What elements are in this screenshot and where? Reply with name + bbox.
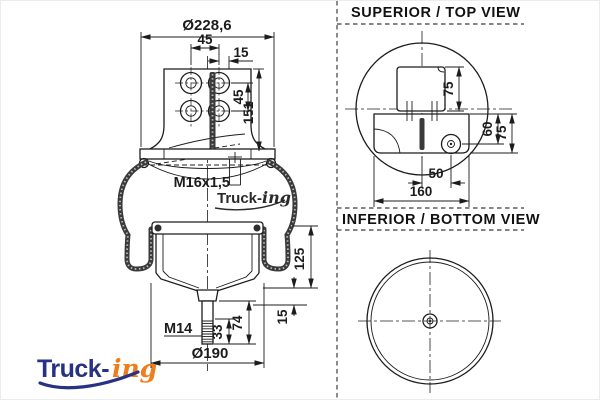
dim-label: 45 (231, 89, 246, 105)
bead-plate (138, 148, 277, 169)
brand-logo-text: Truck- (37, 355, 109, 383)
dim-hole-offset: 50 (408, 155, 465, 188)
dim-label: M14 (164, 321, 192, 337)
dim-label: 60 (480, 121, 495, 136)
dim-label: 15 (275, 309, 290, 325)
dim-label: 33 (210, 324, 225, 340)
bellows (117, 159, 298, 272)
dim-bracket-height-top: 75 (441, 66, 464, 112)
dim-piston-diameter: Ø190 (150, 283, 265, 368)
center-stud-hole (422, 313, 438, 329)
bottom-view-header: INFERIOR / BOTTOM VIEW (342, 212, 540, 228)
dim-label: 74 (230, 315, 245, 331)
air-fitting (228, 152, 242, 186)
main-section-view: Ø228,6 45 15 45 151 M16x1,5 (37, 17, 318, 390)
label-air-fitting-thread: M16x1,5 (174, 175, 230, 191)
dim-bracket-height: 151 (241, 68, 264, 152)
dim-plate-width: 160 (373, 156, 470, 207)
dim-top-plate-diameter: Ø228,6 (140, 17, 275, 147)
dim-label: 75 (494, 125, 509, 141)
brand-logo-swoosh (38, 370, 140, 390)
top-view-header: SUPERIOR / TOP VIEW (351, 5, 521, 21)
dim-hole-spacing-horizontal: 45 (190, 32, 220, 65)
right-panel: SUPERIOR / TOP VIEW 75 (336, 1, 540, 399)
bracket-top-outline (396, 66, 446, 112)
dim-label: 151 (241, 101, 256, 124)
dim-label: 160 (410, 184, 433, 199)
stud-top-view (419, 118, 425, 150)
brand-logo: Truck- ing (37, 354, 157, 390)
watermark-script: ing (262, 188, 291, 207)
label-stud-thread: M14 (164, 321, 202, 337)
top-view: 75 60 75 50 (345, 31, 518, 207)
dim-piston-height: 125 (263, 225, 318, 289)
dim-label: M16x1,5 (174, 175, 230, 191)
dim-label: 45 (197, 32, 213, 47)
piston (151, 221, 264, 345)
mount-hole (440, 133, 462, 155)
dim-label: 75 (441, 81, 456, 97)
dim-label: 15 (233, 45, 249, 60)
dim-hole-spacing-vertical: 45 (231, 82, 253, 112)
piston-hub (196, 289, 219, 302)
dim-thread-length: 33 (210, 318, 256, 345)
piston-stud (201, 300, 214, 345)
watermark-logo: Truck- ing (214, 188, 291, 211)
dim-port-offset: 15 (208, 45, 253, 69)
dim-lower-offset: 15 (253, 277, 307, 325)
bottom-view (358, 250, 501, 393)
watermark-swoosh (214, 199, 286, 211)
watermark-text: Truck- (217, 190, 262, 207)
dim-label: 50 (428, 166, 443, 181)
dim-label: 125 (292, 247, 307, 270)
dim-plate-depth: 75 (470, 113, 518, 154)
dim-label: Ø228,6 (182, 17, 231, 34)
dim-label: Ø190 (192, 345, 229, 362)
bracket-holes (179, 71, 231, 123)
dim-hole-to-edge: 60 (462, 113, 517, 145)
